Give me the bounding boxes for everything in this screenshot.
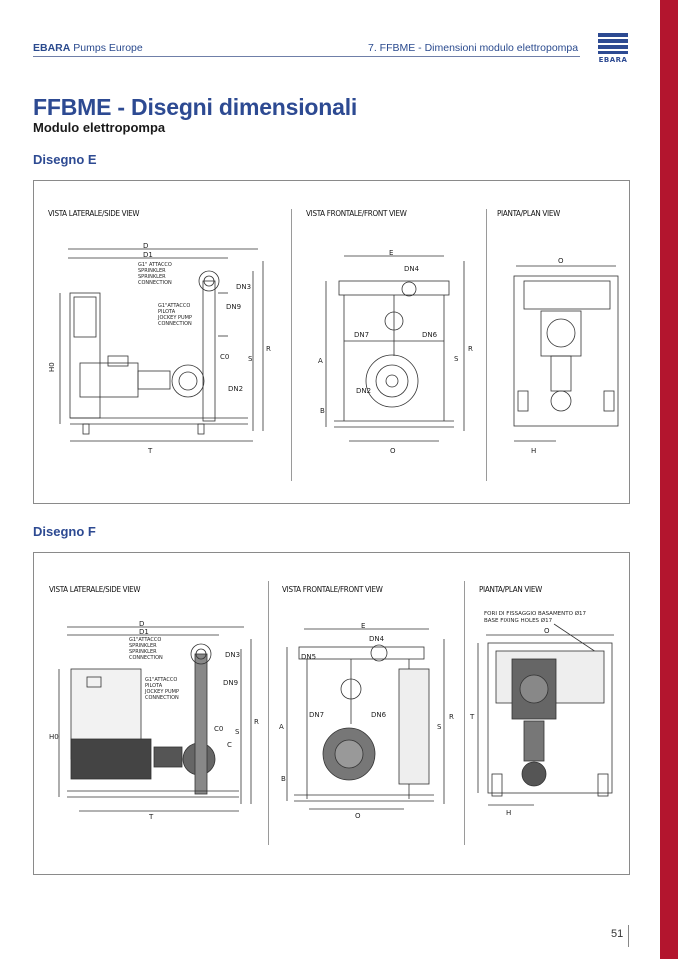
svg-text:DN9: DN9: [226, 303, 241, 311]
svg-text:CONNECTION: CONNECTION: [129, 655, 163, 661]
svg-text:DN6: DN6: [422, 331, 438, 339]
page-subtitle: Modulo elettropompa: [33, 120, 166, 135]
svg-text:G1" ATTACCO: G1" ATTACCO: [138, 262, 172, 268]
svg-text:B: B: [281, 775, 286, 783]
drawing-e-side-view: D D1 T H0 S R DN3 DN9 C0 DN2 G1" ATTACCO…: [48, 242, 271, 455]
svg-text:R: R: [254, 718, 259, 726]
svg-text:C0: C0: [214, 725, 223, 733]
svg-text:D1: D1: [143, 251, 153, 259]
svg-text:O: O: [390, 447, 396, 455]
svg-text:DN9: DN9: [223, 679, 238, 687]
svg-text:DN2: DN2: [228, 385, 243, 393]
svg-text:S: S: [454, 355, 459, 363]
drawing-e-front-view: E O A B DN4 DN7 DN6 DN2 S R: [318, 249, 473, 455]
svg-text:R: R: [468, 345, 473, 353]
svg-text:B: B: [320, 407, 325, 415]
drawing-e-panel: VISTA LATERALE/SIDE VIEW VISTA FRONTALE/…: [33, 180, 630, 504]
svg-text:T: T: [469, 713, 475, 721]
svg-text:DN7: DN7: [309, 711, 324, 719]
svg-text:DN4: DN4: [404, 265, 420, 273]
header-rule: [33, 56, 580, 57]
svg-text:R: R: [266, 345, 271, 353]
drawing-f-side-label: VISTA LATERALE/SIDE VIEW: [49, 585, 141, 594]
svg-text:CONNECTION: CONNECTION: [145, 695, 179, 701]
svg-text:H0: H0: [49, 733, 59, 741]
svg-text:S: S: [248, 355, 253, 363]
svg-text:C: C: [227, 741, 232, 749]
svg-text:O: O: [355, 812, 361, 820]
svg-text:PILOTA: PILOTA: [145, 683, 163, 689]
page-number: 51: [611, 928, 624, 940]
drawing-e-front-label: VISTA FRONTALE/FRONT VIEW: [306, 209, 407, 218]
ebara-logo: EBARA: [598, 33, 628, 64]
svg-text:PILOTA: PILOTA: [158, 309, 176, 315]
svg-text:SPRINKLER: SPRINKLER: [138, 268, 166, 274]
svg-text:D1: D1: [139, 628, 149, 636]
svg-text:A: A: [279, 723, 284, 731]
svg-text:DN3: DN3: [236, 283, 251, 291]
svg-text:A: A: [318, 357, 323, 365]
header-section-title: 7. FFBME - Dimensioni modulo elettropomp…: [368, 42, 579, 54]
svg-text:T: T: [147, 447, 153, 455]
svg-text:H: H: [531, 447, 536, 455]
svg-text:DN4: DN4: [369, 635, 385, 643]
svg-text:D: D: [143, 242, 148, 250]
page-title: FFBME - Disegni dimensionali: [33, 94, 358, 120]
svg-text:BASE FIXING HOLES Ø17: BASE FIXING HOLES Ø17: [484, 617, 553, 624]
svg-text:H0: H0: [48, 362, 56, 372]
drawing-f-panel: VISTA LATERALE/SIDE VIEW VISTA FRONTALE/…: [33, 552, 630, 875]
svg-text:JOCKEY PUMP: JOCKEY PUMP: [144, 689, 179, 695]
svg-text:SPRINKLER: SPRINKLER: [129, 643, 157, 649]
svg-text:CONNECTION: CONNECTION: [158, 321, 192, 327]
page-number-rule: [628, 925, 629, 947]
svg-text:D: D: [139, 620, 144, 628]
svg-text:FORI DI FISSAGGIO BASAMENTO Ø1: FORI DI FISSAGGIO BASAMENTO Ø17: [484, 610, 587, 617]
drawing-f-front-view: E O A B DN4 DN5 DN7 DN6 S R: [279, 622, 454, 820]
drawing-f-side-view: D D1 T H0 S R DN3 DN9 C0 C G1"ATTACCO SP…: [49, 620, 259, 821]
svg-text:DN3: DN3: [225, 651, 240, 659]
svg-text:R: R: [449, 713, 454, 721]
svg-text:SPRINKLER: SPRINKLER: [138, 274, 166, 280]
svg-text:O: O: [544, 627, 550, 635]
svg-text:E: E: [389, 249, 393, 257]
svg-text:T: T: [148, 813, 154, 821]
svg-text:DN5: DN5: [301, 653, 316, 661]
header-brand: EBARA Pumps Europe: [33, 42, 143, 54]
svg-text:G1"ATTACCO: G1"ATTACCO: [158, 303, 190, 309]
side-accent-bar: [660, 0, 678, 959]
drawing-f-front-label: VISTA FRONTALE/FRONT VIEW: [282, 585, 383, 594]
drawing-e-divider-2: [486, 209, 487, 481]
svg-text:S: S: [437, 723, 442, 731]
svg-text:G1"ATTACCO: G1"ATTACCO: [145, 677, 177, 683]
drawing-f-plan-view: FORI DI FISSAGGIO BASAMENTO Ø17 BASE FIX…: [469, 610, 614, 817]
svg-text:E: E: [361, 622, 365, 630]
drawing-e-side-label: VISTA LATERALE/SIDE VIEW: [48, 209, 140, 218]
svg-text:JOCKEY PUMP: JOCKEY PUMP: [157, 315, 192, 321]
svg-text:DN7: DN7: [354, 331, 369, 339]
drawing-e-plan-view: O H: [513, 257, 619, 455]
svg-text:S: S: [235, 728, 240, 736]
svg-text:DN6: DN6: [371, 711, 387, 719]
svg-text:H: H: [506, 809, 511, 817]
svg-text:C0: C0: [220, 353, 229, 361]
drawing-f-divider-1: [268, 581, 269, 845]
drawing-e-heading: Disegno E: [33, 152, 97, 167]
drawing-f-divider-2: [464, 581, 465, 845]
svg-text:O: O: [558, 257, 564, 265]
drawing-e-plan-label: PIANTA/PLAN VIEW: [497, 209, 560, 218]
svg-text:SPRINKLER: SPRINKLER: [129, 649, 157, 655]
svg-text:DN2: DN2: [356, 387, 371, 395]
drawing-f-heading: Disegno F: [33, 524, 96, 539]
drawing-f-plan-label: PIANTA/PLAN VIEW: [479, 585, 542, 594]
svg-text:G1"ATTACCO: G1"ATTACCO: [129, 637, 161, 643]
svg-text:CONNECTION: CONNECTION: [138, 280, 172, 286]
drawing-e-divider-1: [291, 209, 292, 481]
svg-text:EBARA: EBARA: [599, 56, 628, 64]
